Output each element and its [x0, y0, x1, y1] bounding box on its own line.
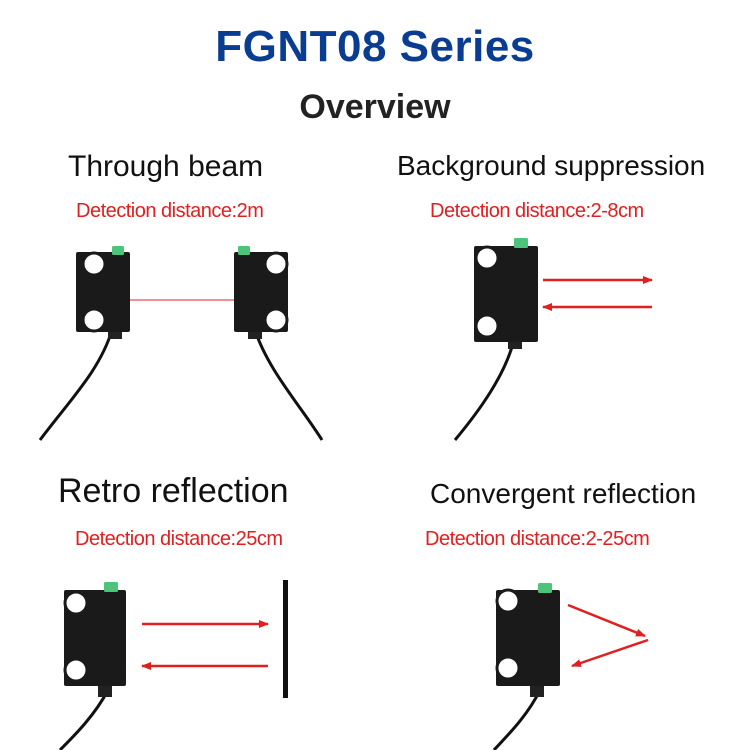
through-beam-distance: Detection distance:2m	[76, 200, 264, 222]
sensor-right-through	[234, 246, 324, 441]
background-suppression-distance: Detection distance:2-8cm	[430, 200, 644, 222]
retro-reflection-title: Retro reflection	[58, 472, 289, 510]
reflector-plate	[283, 580, 288, 698]
convergent-return-arrow	[571, 638, 649, 668]
sensor-background-suppression	[453, 238, 538, 441]
convergent-reflection-distance: Detection distance:2-25cm	[425, 528, 650, 550]
sensor-left-through	[38, 246, 130, 441]
sensor-convergent-reflection	[492, 583, 560, 750]
sensor-retro-reflection	[58, 582, 126, 750]
page-subtitle: Overview	[299, 88, 451, 126]
convergent-emit-arrow	[567, 603, 646, 638]
retro-reflection-distance: Detection distance:25cm	[75, 528, 283, 550]
through-beam-title: Through beam	[68, 150, 264, 183]
background-suppression-title: Background suppression	[397, 150, 706, 181]
page-title: FGNT08 Series	[215, 22, 535, 71]
convergent-reflection-title: Convergent reflection	[430, 478, 697, 509]
